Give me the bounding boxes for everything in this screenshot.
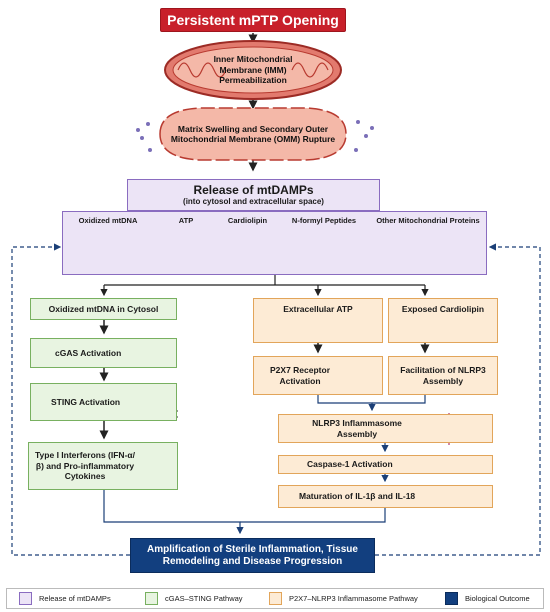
imm-permeabilization-label: Inner Mitochondrial Membrane (IMM) Perme… bbox=[213, 54, 293, 86]
extracellular-atp-label: Extracellular ATP bbox=[283, 304, 353, 314]
p2x7-receptor-label: P2X7 Receptor Activation bbox=[270, 365, 330, 386]
mtdamp-item-oxidized-mtdna: Oxidized mtDNA bbox=[78, 216, 138, 225]
legend-swatch-outcome bbox=[445, 592, 458, 605]
maturation-label: Maturation of IL-1β and IL-18 bbox=[299, 491, 416, 502]
interferons-label: Type I Interferons (IFN-α/β) and Pro-inf… bbox=[35, 450, 135, 482]
mtdamp-item-other-proteins: Other Mitochondrial Proteins bbox=[376, 216, 480, 225]
p2x7-step-maturation: Maturation of IL-1β and IL-18 bbox=[278, 485, 493, 508]
cgas-step-oxidized-mtdna: Oxidized mtDNA in Cytosol bbox=[30, 298, 177, 320]
mtdamp-item-n-formyl-peptides: N-formyl Peptides bbox=[291, 216, 357, 225]
mitochondrion-icon bbox=[164, 40, 342, 100]
biological-outcome: Amplification of Sterile Inflammation, T… bbox=[130, 538, 375, 573]
sting-step-activation: STING Activation bbox=[30, 383, 177, 421]
legend-label-outcome: Biological Outcome bbox=[465, 594, 530, 603]
exposed-cardiolipin-label: Exposed Cardiolipin bbox=[401, 304, 485, 314]
page-title: Persistent mPTP Opening bbox=[160, 8, 346, 32]
p2x7-step-receptor: P2X7 Receptor Activation bbox=[253, 356, 383, 395]
cgas-step-interferons: Type I Interferons (IFN-α/β) and Pro-inf… bbox=[28, 442, 178, 490]
legend-label-cgas: cGAS–STING Pathway bbox=[165, 594, 243, 603]
p2x7-step-exposed-cardiolipin: Exposed Cardiolipin bbox=[388, 298, 498, 343]
caspase-label: Caspase-1 Activation bbox=[307, 459, 393, 470]
legend: Release of mtDAMPs cGAS–STING Pathway P2… bbox=[6, 588, 544, 609]
cgas-step-activation: cGAS Activation bbox=[30, 338, 177, 368]
release-subtitle: (into cytosol and extracellular space) bbox=[183, 197, 324, 206]
omm-rupture-label: Matrix Swelling and Secondary Outer Mito… bbox=[170, 123, 336, 145]
cgas-activation-label: cGAS Activation bbox=[55, 347, 122, 358]
legend-swatch-release bbox=[19, 592, 32, 605]
p2x7-step-extracellular-atp: Extracellular ATP bbox=[253, 298, 383, 343]
p2x7-step-caspase: Caspase-1 Activation bbox=[278, 455, 493, 474]
mtdamp-item-cardiolipin: Cardiolipin bbox=[227, 216, 268, 225]
release-header: Release of mtDAMPs (into cytosol and ext… bbox=[127, 179, 380, 211]
release-title: Release of mtDAMPs bbox=[193, 183, 314, 197]
sting-activation-label: STING Activation bbox=[51, 396, 121, 407]
p2x7-step-facilitation: Facilitation of NLRP3 Assembly bbox=[388, 356, 498, 395]
mtdamps-panel bbox=[62, 211, 487, 275]
legend-label-release: Release of mtDAMPs bbox=[39, 594, 111, 603]
mtdamp-item-atp: ATP bbox=[178, 216, 194, 225]
ruptured-mitochondrion-icon bbox=[136, 107, 374, 161]
legend-swatch-p2x7 bbox=[269, 592, 282, 605]
legend-swatch-cgas bbox=[145, 592, 158, 605]
p2x7-step-nlrp3: NLRP3 Inflammasome Assembly bbox=[278, 414, 493, 443]
legend-label-p2x7: P2X7–NLRP3 Inflammasome Pathway bbox=[289, 594, 418, 603]
nlrp3-label: NLRP3 Inflammasome Assembly bbox=[312, 418, 402, 439]
